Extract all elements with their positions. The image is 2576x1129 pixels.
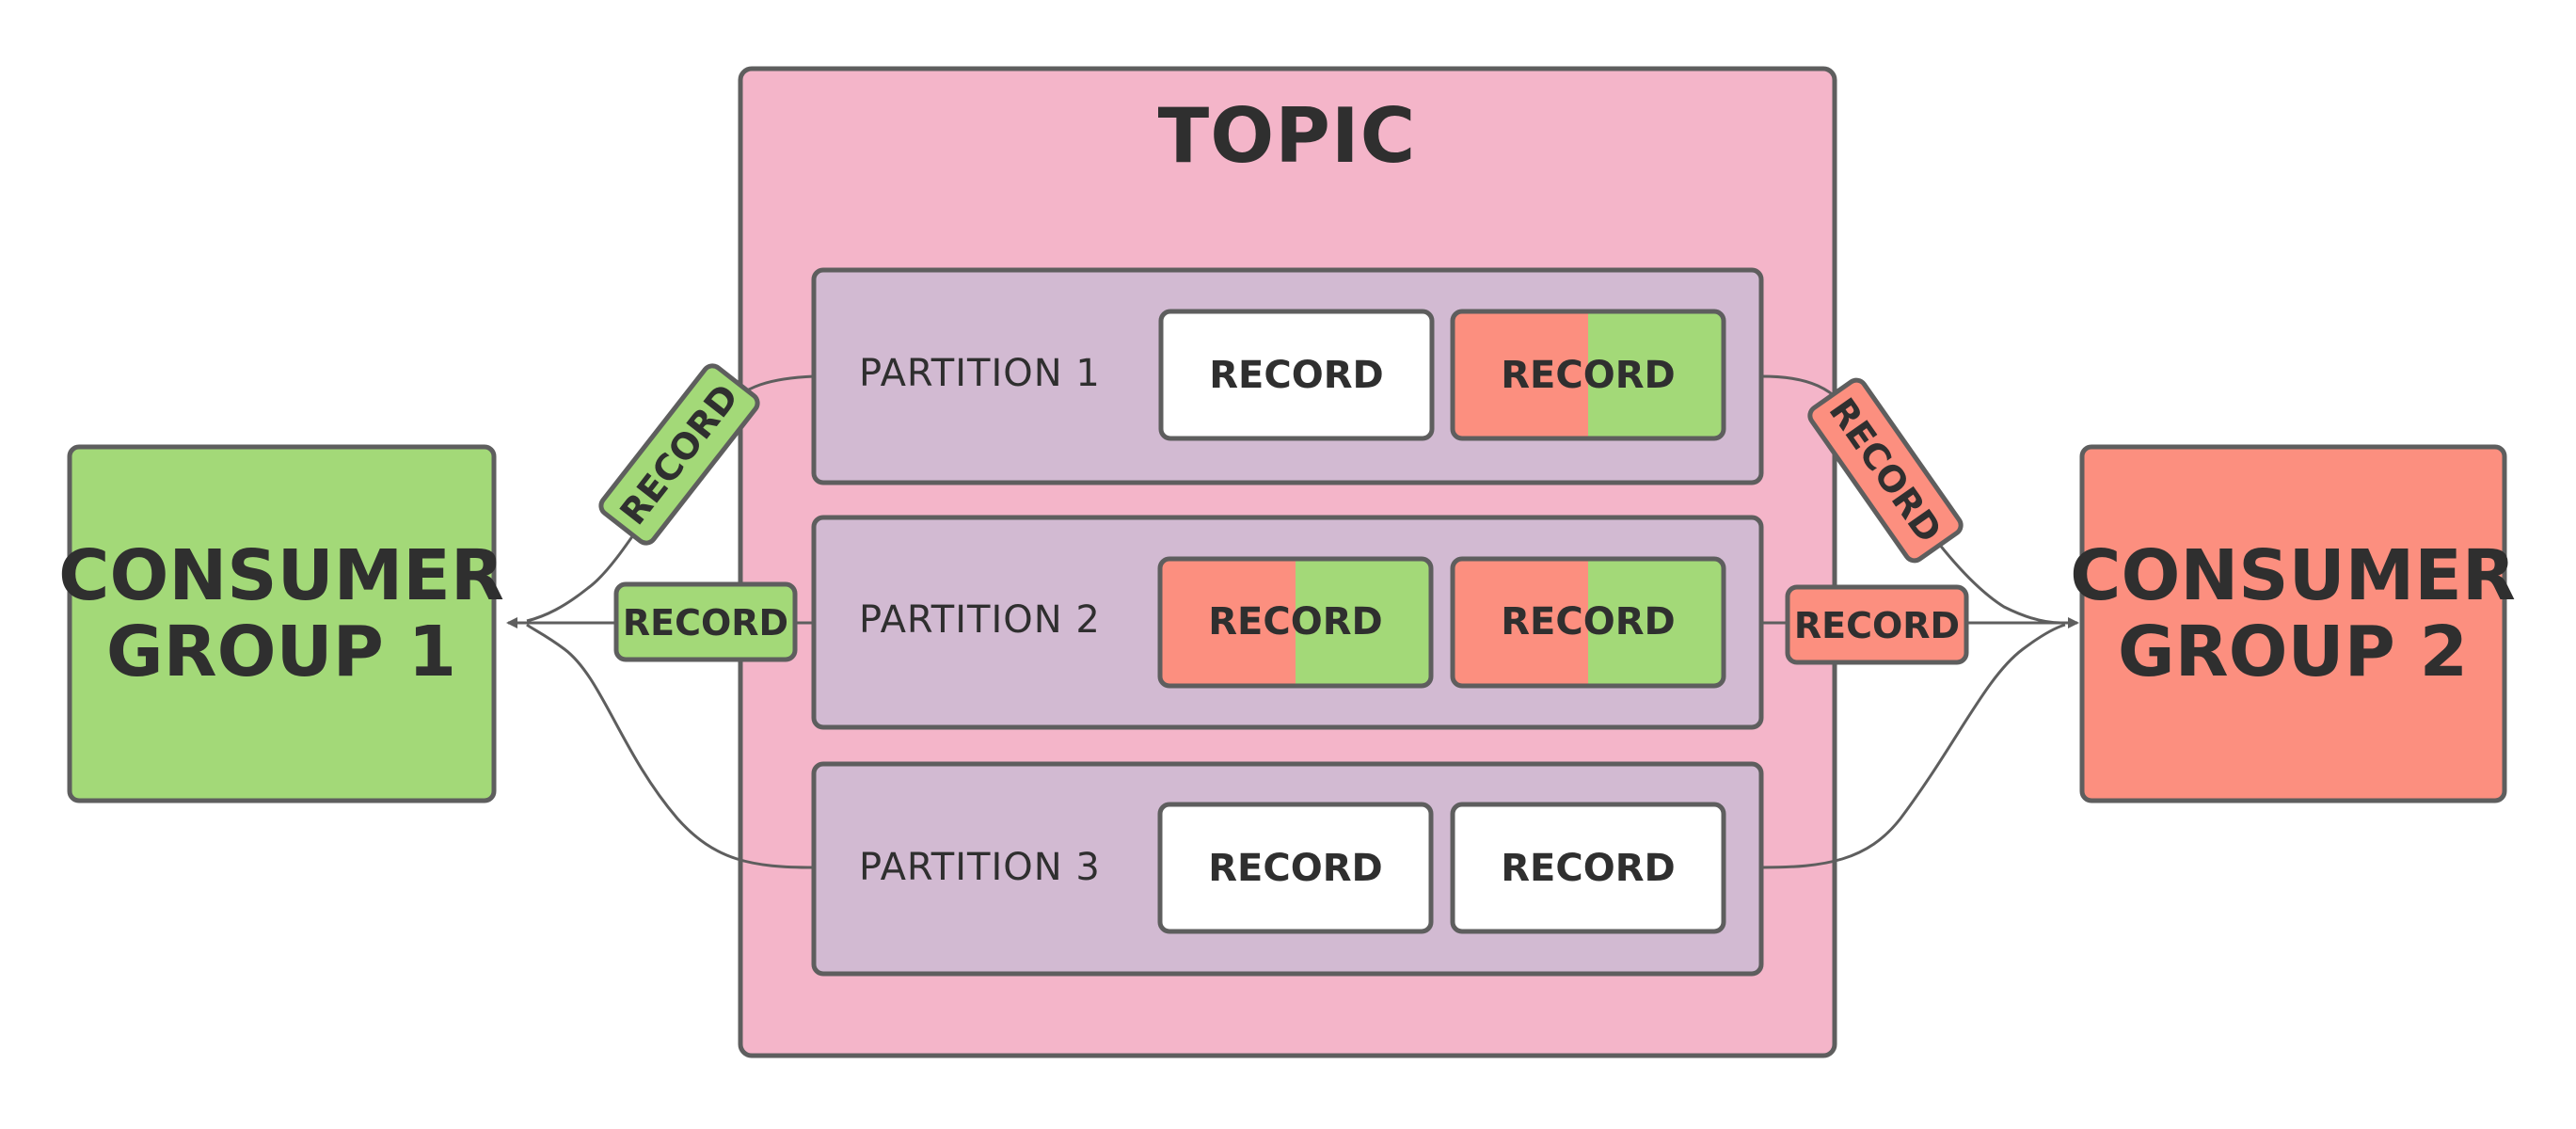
record-label: RECORD xyxy=(1208,847,1383,890)
consumer-group-2: CONSUMER GROUP 2 xyxy=(2070,444,2516,803)
flow-record-label: RECORD xyxy=(623,602,788,644)
record-box: RECORD xyxy=(1450,802,1726,934)
flow-record-label: RECORD xyxy=(1794,605,1960,646)
consumer-group-box xyxy=(67,444,497,803)
consumer-group-label-line1: CONSUMER xyxy=(2070,535,2516,616)
record-box: RECORD xyxy=(1157,802,1434,934)
flow-record-pill-group2-horizontal: RECORD xyxy=(1785,584,1969,665)
record-label: RECORD xyxy=(1208,600,1383,644)
consumer-group-1: CONSUMER GROUP 1 xyxy=(58,444,504,803)
record-label: RECORD xyxy=(1209,354,1384,397)
record-half-group2 xyxy=(1453,559,1588,686)
connector-line xyxy=(526,623,815,869)
partition-label: PARTITION 3 xyxy=(859,846,1101,889)
connector-line xyxy=(1760,623,2066,869)
record-half-group2 xyxy=(1160,559,1296,686)
partition-1: PARTITION 1 RECORD RECORD xyxy=(811,267,1764,485)
record-label: RECORD xyxy=(1501,600,1676,644)
consumer-group-label-line2: GROUP 1 xyxy=(106,612,456,692)
record-box: RECORD xyxy=(1158,309,1435,441)
consumer-group-label-line2: GROUP 2 xyxy=(2118,612,2468,692)
record-box-consumed-both: RECORD xyxy=(1450,556,1726,689)
record-half-group1 xyxy=(1588,311,1724,438)
partition-label: PARTITION 2 xyxy=(859,598,1101,642)
partition-2: PARTITION 2 RECORD RECORD xyxy=(811,515,1764,730)
partition-3: PARTITION 3 RECORD RECORD xyxy=(811,761,1764,977)
consumer-group-box xyxy=(2079,444,2507,803)
record-half-group2 xyxy=(1453,311,1588,438)
record-label: RECORD xyxy=(1501,847,1676,890)
partition-label: PARTITION 1 xyxy=(859,352,1101,395)
flow-record-pill-group1-diagonal: RECORD xyxy=(598,363,760,546)
topic-title: TOPIC xyxy=(1158,92,1417,180)
flow-record-pill-group1-horizontal: RECORD xyxy=(613,581,798,662)
record-box-consumed-both: RECORD xyxy=(1157,556,1434,689)
record-half-group1 xyxy=(1588,559,1724,686)
consumer-group-label-line1: CONSUMER xyxy=(58,535,504,616)
record-box-consumed-both: RECORD xyxy=(1450,309,1726,441)
record-half-group1 xyxy=(1296,559,1431,686)
record-label: RECORD xyxy=(1501,354,1676,397)
